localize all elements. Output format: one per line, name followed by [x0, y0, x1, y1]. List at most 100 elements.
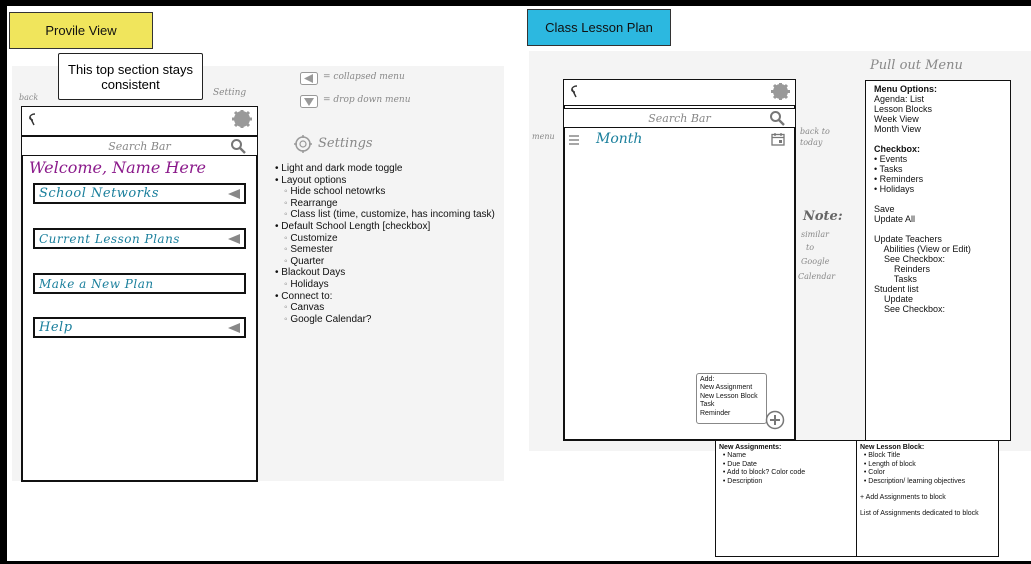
back-label: back [19, 93, 39, 102]
current-lesson-plans-label: Current Lesson Plans [39, 231, 180, 246]
collapsed-menu-icon [228, 233, 240, 244]
collapsed-legend-icon [300, 72, 318, 85]
menu-option: Update [874, 294, 914, 304]
assignment-field: • Name [719, 452, 746, 460]
menu-label: menu [532, 132, 555, 141]
menu-option: Menu Options: [874, 84, 937, 94]
hamburger-menu-icon[interactable] [568, 133, 580, 145]
collapsed-menu-icon [228, 188, 240, 199]
profile-phone [21, 106, 258, 482]
settings-item: Rearrange [275, 198, 525, 210]
profile-search-bar[interactable]: Search Bar [21, 136, 258, 156]
menu-option: Student list [874, 284, 919, 294]
welcome-text: Welcome, Name Here [29, 158, 206, 177]
search-icon[interactable] [769, 110, 785, 126]
menu-option: Checkbox: [874, 144, 921, 154]
back-to-today-label: back to today [800, 127, 830, 147]
month-label: Month [596, 131, 643, 147]
calendar-icon[interactable] [771, 132, 785, 146]
task-option[interactable]: Task [700, 401, 715, 409]
menu-option [874, 224, 1002, 234]
class-lesson-plan-sticky: Class Lesson Plan [527, 9, 671, 46]
new-assignment-option[interactable]: New Assignment [700, 384, 753, 392]
assignment-field: • Description [719, 477, 763, 485]
menu-option: Month View [874, 124, 921, 134]
add-popup: Add: New Assignment New Lesson Block Tas… [696, 373, 767, 424]
school-networks-label: School Networks [39, 186, 160, 201]
profile-top-bar [21, 106, 258, 136]
menu-option: See Checkbox: [874, 254, 946, 264]
new-assignments-list: New Assignments: • Name • Due Date • Add… [719, 444, 853, 486]
lesson-top-bar [563, 79, 796, 106]
note-line: similar [801, 230, 829, 239]
gear-icon[interactable] [229, 108, 255, 130]
menu-option: • Events [874, 154, 908, 164]
search-icon[interactable] [230, 138, 246, 154]
add-button-icon[interactable] [764, 410, 786, 430]
settings-item: Layout options [275, 175, 525, 187]
settings-item: Customize [275, 233, 525, 245]
lesson-block-field [860, 486, 995, 494]
menu-option [874, 194, 1002, 204]
profile-view-sticky: Provile View [9, 12, 153, 49]
make-new-plan-label: Make a New Plan [39, 276, 154, 291]
menu-option: • Reminders [874, 174, 924, 184]
lesson-block-field [860, 502, 995, 510]
collapsed-menu-icon [228, 322, 240, 333]
menu-option: • Tasks [874, 164, 903, 174]
assignment-field: • Due Date [719, 460, 757, 468]
note-line: Calendar [798, 272, 836, 281]
settings-item: Google Calendar? [275, 314, 525, 326]
pullout-menu-label: Pull out Menu [870, 58, 963, 73]
profile-search-placeholder: Search Bar [108, 139, 171, 153]
make-new-plan-button[interactable]: Make a New Plan [33, 273, 246, 294]
settings-item: Holidays [275, 279, 525, 291]
menu-option: Abilities (View or Edit) [874, 244, 971, 254]
new-lesson-block-box: New Lesson Block: • Block Title • Length… [856, 440, 999, 557]
help-label: Help [39, 320, 73, 335]
settings-item: Light and dark mode toggle [275, 163, 525, 175]
whiteboard: Provile View This top section stays cons… [7, 6, 1031, 561]
menu-option: • Holidays [874, 184, 915, 194]
add-popup-title: Add: [700, 376, 715, 383]
gear-icon[interactable] [768, 81, 793, 102]
new-lesson-block-list: New Lesson Block: • Block Title • Length… [860, 444, 995, 519]
settings-item: Class list (time, customize, has incomin… [275, 209, 525, 221]
lesson-block-field: List of Assignments dedicated to block [860, 510, 979, 518]
settings-item: Quarter [275, 256, 525, 268]
consistent-note: This top section stays consistent [58, 53, 203, 100]
dropdown-legend-icon [300, 95, 318, 108]
back-icon[interactable] [25, 111, 39, 129]
reminder-option[interactable]: Reminder [700, 409, 731, 417]
new-lesson-block-option[interactable]: New Lesson Block [700, 392, 758, 400]
lesson-block-field: + Add Assignments to block [860, 494, 946, 502]
collapsed-legend-text: = collapsed menu [323, 72, 405, 82]
assignment-field: New Assignments: [719, 444, 782, 451]
note-line: Google [801, 257, 830, 266]
settings-item: Default School Length [checkbox] [275, 221, 525, 233]
back-icon[interactable] [567, 83, 581, 101]
lesson-search-bar[interactable]: Search Bar [563, 108, 796, 128]
settings-title: Settings [318, 136, 373, 151]
lesson-block-field: • Color [860, 469, 886, 477]
settings-item: Hide school netowrks [275, 186, 525, 198]
setting-label: Setting [213, 88, 247, 98]
menu-option: Save [874, 204, 895, 214]
menu-option: Lesson Blocks [874, 104, 933, 114]
settings-item: Canvas [275, 302, 525, 314]
menu-option: Reinders [874, 264, 931, 274]
dropdown-legend-text: = drop down menu [323, 95, 411, 105]
current-lesson-plans-button[interactable]: Current Lesson Plans [33, 228, 246, 249]
settings-item: Blackout Days [275, 267, 525, 279]
lesson-block-field: • Block Title [860, 452, 901, 460]
menu-option: Tasks [874, 274, 917, 284]
lesson-block-field: • Length of block [860, 460, 916, 468]
note-line: to [806, 243, 815, 252]
settings-item: Semester [275, 244, 525, 256]
menu-option: Update Teachers [874, 234, 942, 244]
help-button[interactable]: Help [33, 317, 246, 338]
assignment-field: • Add to block? Color code [719, 469, 806, 477]
school-networks-button[interactable]: School Networks [33, 183, 246, 204]
new-assignments-box: New Assignments: • Name • Due Date • Add… [715, 440, 857, 557]
